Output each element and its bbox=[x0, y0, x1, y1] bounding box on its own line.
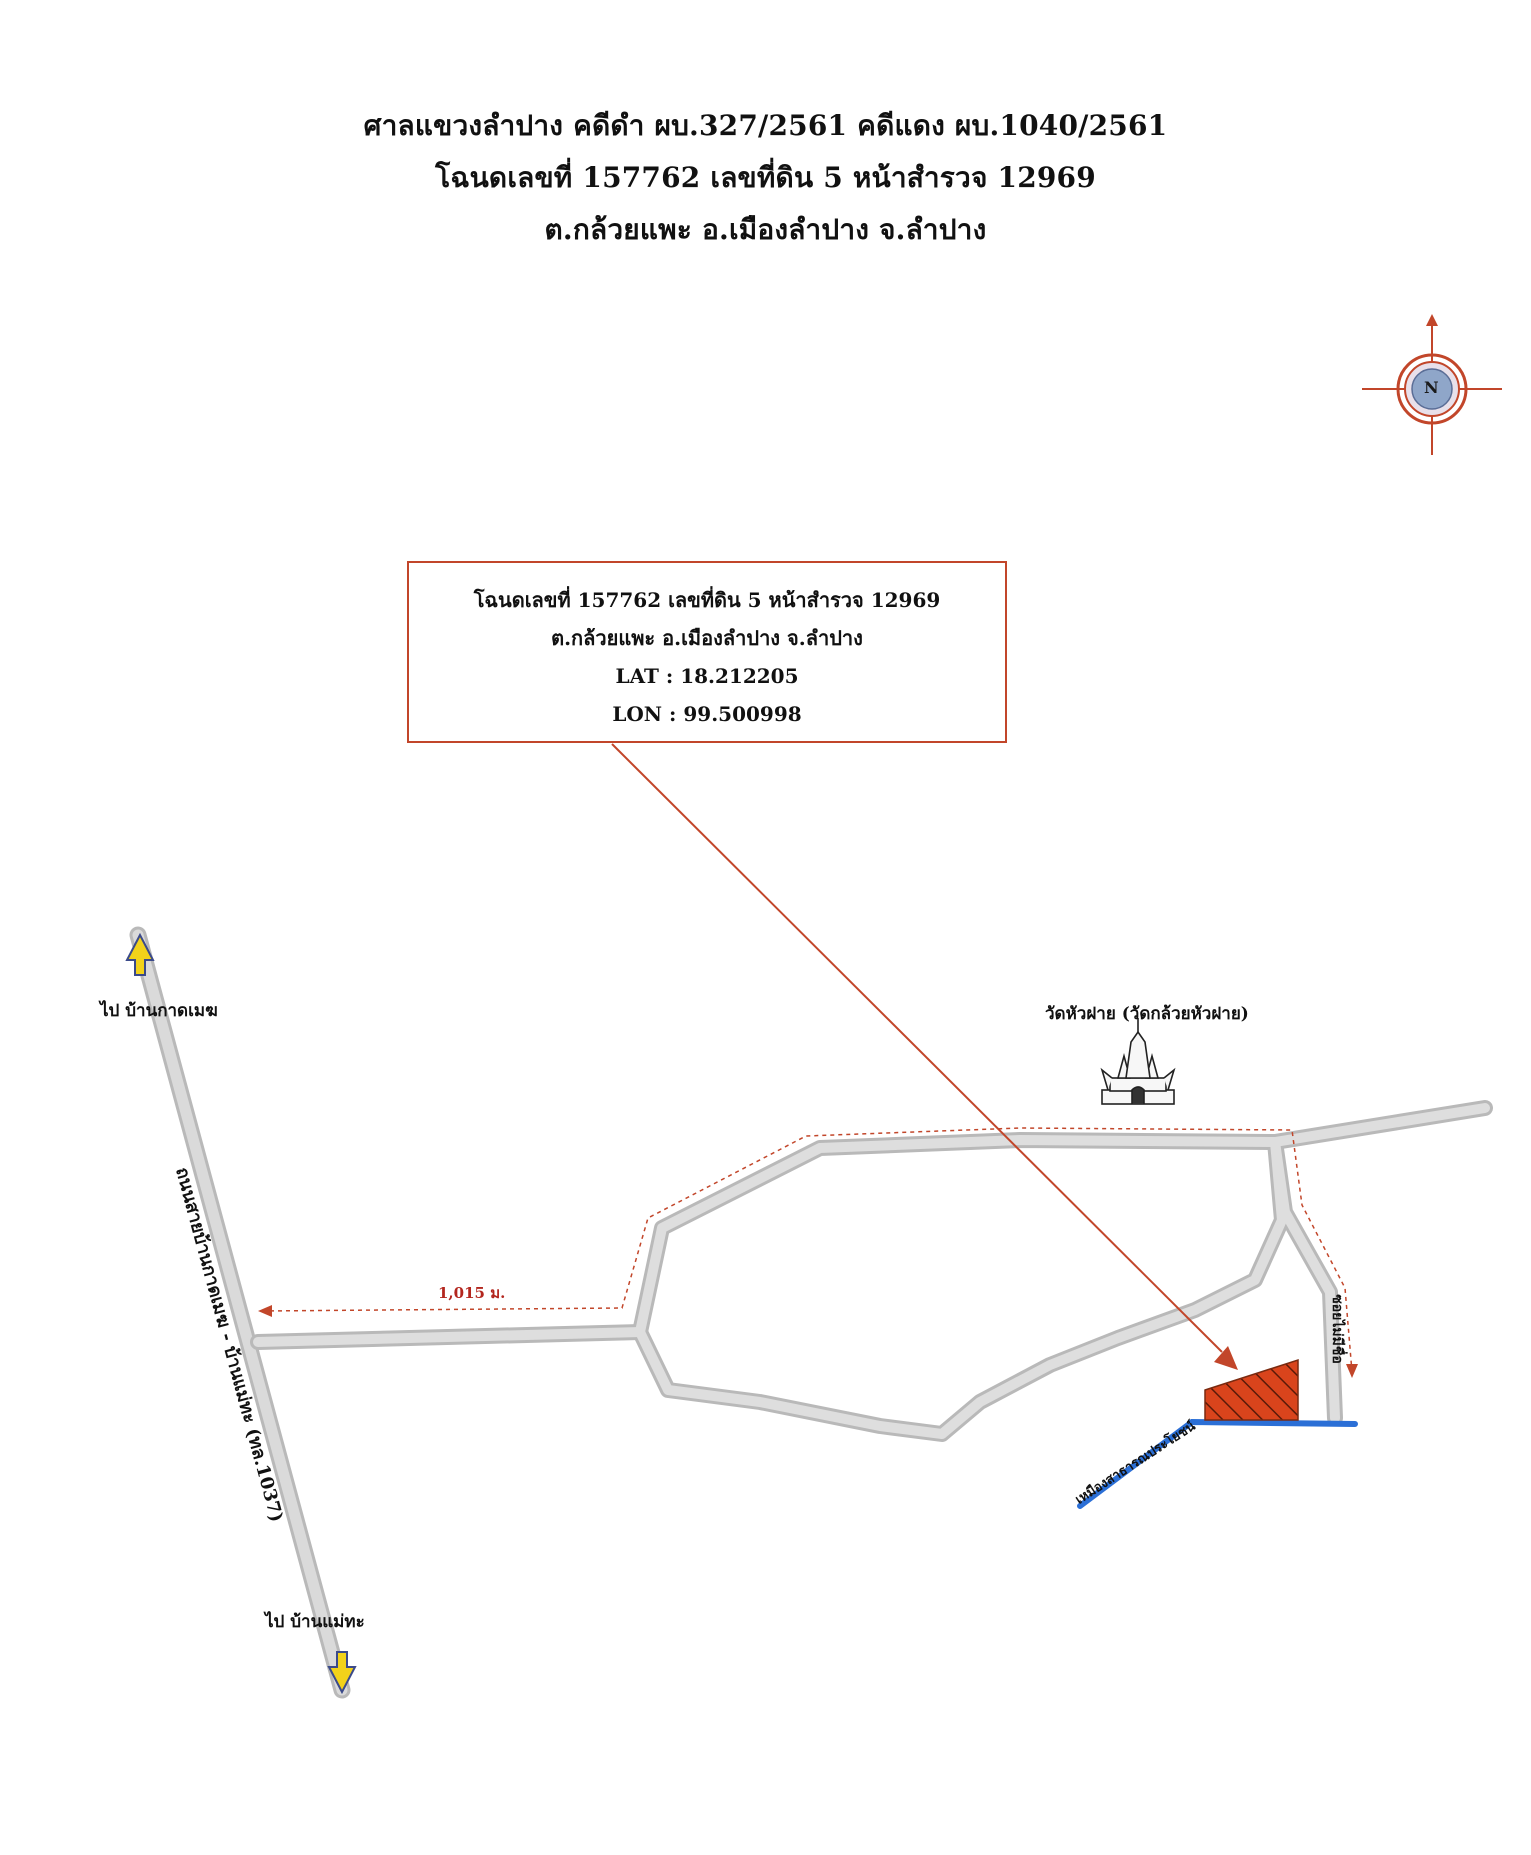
document-title: ศาลแขวงลำปาง คดีดำ ผบ.327/2561 คดีแดง ผบ… bbox=[0, 100, 1531, 256]
title-line-deed: โฉนดเลขที่ 157762 เลขที่ดิน 5 หน้าสำรวจ … bbox=[435, 161, 1096, 194]
temple-icon bbox=[1100, 1018, 1176, 1105]
info-location: ต.กล้วยแพะ อ.เมืองลำปาง จ.ลำปาง bbox=[551, 626, 863, 650]
title-line-case: ศาลแขวงลำปาง คดีดำ ผบ.327/2561 คดีแดง ผบ… bbox=[363, 109, 1168, 142]
title-line-location: ต.กล้วยแพะ อ.เมืองลำปาง จ.ลำปาง bbox=[544, 213, 987, 246]
target-plot bbox=[1204, 1358, 1299, 1421]
road-network bbox=[250, 1100, 1493, 1442]
label-to-south: ไป บ้านแม่ทะ bbox=[265, 1612, 365, 1632]
direction-arrow-icon bbox=[327, 1651, 357, 1695]
info-lat: LAT : 18.212205 bbox=[615, 664, 799, 688]
info-lon: LON : 99.500998 bbox=[612, 702, 802, 726]
compass-letter: N bbox=[1424, 378, 1439, 397]
compass-icon bbox=[1362, 314, 1502, 455]
distance-arrowhead-south bbox=[1346, 1364, 1358, 1378]
main-road bbox=[129, 926, 351, 1699]
pointer-line bbox=[611, 743, 1223, 1353]
label-to-north: ไป บ้านกาดเมฆ bbox=[100, 1001, 218, 1021]
direction-arrow-icon bbox=[125, 932, 155, 976]
canal bbox=[1077, 1418, 1358, 1509]
distance-arrowhead-west bbox=[258, 1305, 272, 1317]
label-distance: 1,015 ม. bbox=[438, 1284, 506, 1302]
plot-info-box: โฉนดเลขที่ 157762 เลขที่ดิน 5 หน้าสำรวจ … bbox=[407, 561, 1007, 743]
info-deed: โฉนดเลขที่ 157762 เลขที่ดิน 5 หน้าสำรวจ … bbox=[473, 588, 941, 612]
label-temple: วัดหัวฝาย (วัดกล้วยหัวฝาย) bbox=[1045, 1004, 1249, 1024]
pointer-arrowhead bbox=[1214, 1346, 1238, 1370]
label-alley: ซอยไม่มีชื่อ bbox=[1329, 1294, 1345, 1364]
